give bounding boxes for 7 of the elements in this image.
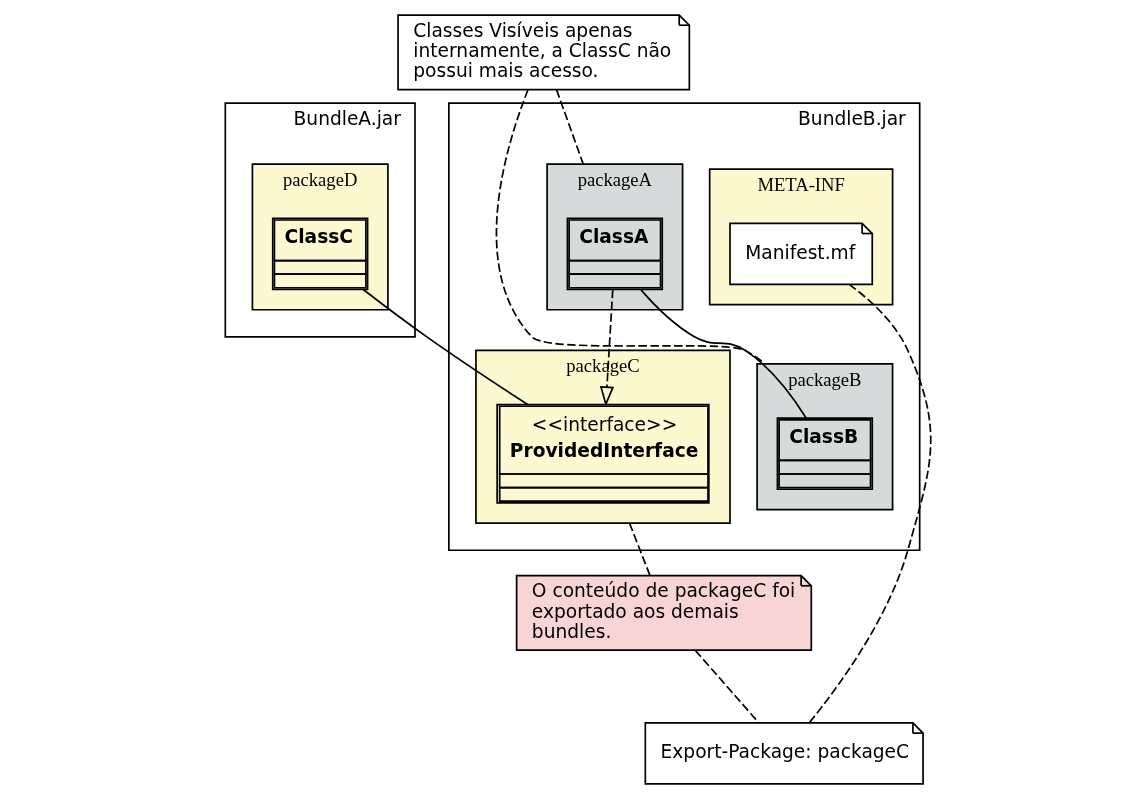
connector [640, 289, 807, 419]
connector [362, 288, 529, 406]
connector [555, 89, 585, 165]
connector [495, 89, 766, 365]
connector [694, 649, 760, 724]
connector [628, 522, 651, 577]
arrow [599, 288, 615, 407]
